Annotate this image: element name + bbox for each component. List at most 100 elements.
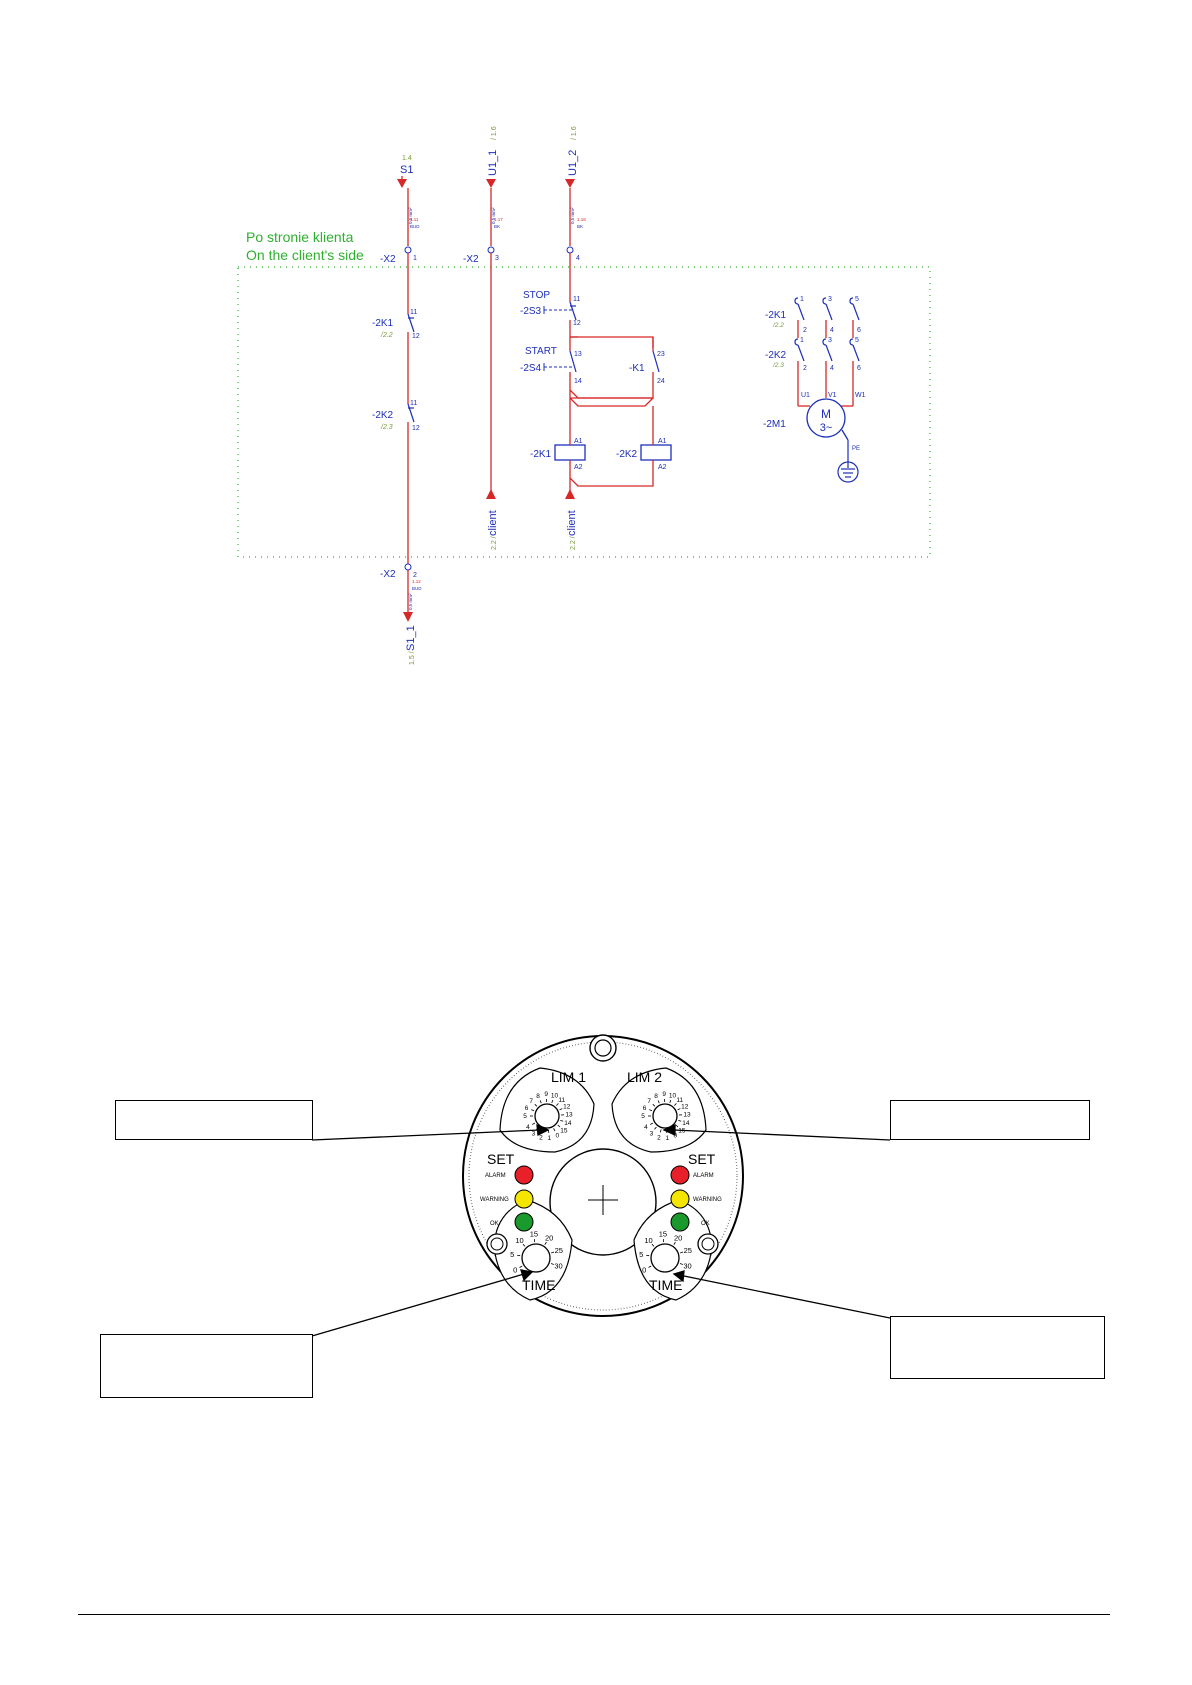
- terminal-2: [404, 563, 412, 571]
- start-pin-top: 13: [574, 351, 582, 358]
- lim2-dial-tick-label: 4: [644, 1124, 648, 1131]
- coil-2k2-a2: A2: [658, 464, 667, 471]
- pin-bottom-4: 4: [830, 327, 834, 334]
- lim1-dial-tick: [532, 1122, 536, 1125]
- client-mid-ref: 2.2 /: [491, 536, 498, 550]
- footer-rule: [78, 1614, 1110, 1615]
- time-left-dial-tick: [551, 1251, 555, 1254]
- time-right-dial-tick-label: 25: [684, 1246, 692, 1255]
- u1-1-source-ref: / 1.6: [491, 126, 498, 140]
- lim1-dial-tick-label: 10: [551, 1092, 559, 1099]
- wire-w2-type: 0,5 mm²: [491, 207, 496, 224]
- 2k2-name: -2K2: [372, 410, 394, 421]
- time-right-label: TIME: [649, 1277, 682, 1293]
- phase-u1: U1: [801, 392, 810, 399]
- u1-2-source-ref: / 1.6: [571, 126, 578, 140]
- time-right-dial-tick: [680, 1251, 684, 1254]
- lim2-dial-tick-label: 13: [683, 1112, 691, 1119]
- client-zone-label-pl: Po stronie klienta: [246, 229, 354, 245]
- stop-name: -2S3: [520, 306, 542, 317]
- start-pin-bottom: 14: [574, 378, 582, 385]
- lim2-dial-tick: [650, 1122, 654, 1125]
- coil-2k2-a1: A1: [658, 438, 667, 445]
- callout-line-lim1: [311, 1129, 541, 1141]
- wire-bottom-ref: 1.12: [412, 579, 421, 584]
- lim2-dial-tick-label: 2: [657, 1134, 661, 1141]
- s1-1-dest-ref: 1.5 /: [409, 651, 416, 665]
- motor-2k1-ref: /2.2: [772, 322, 784, 329]
- time-left-dial-knob[interactable]: [521, 1243, 551, 1273]
- time-left-dial-tick-label: 15: [530, 1230, 538, 1239]
- time-left-dial-tick-label: 25: [555, 1246, 563, 1255]
- lim1-dial-tick: [560, 1119, 564, 1122]
- lim1-dial-tick: [534, 1103, 538, 1107]
- callout-box-time-left: [100, 1334, 313, 1398]
- time-right-dial-knob[interactable]: [650, 1243, 680, 1273]
- terminal-4-label: 4: [576, 255, 580, 262]
- motor-name: -2M1: [763, 419, 786, 430]
- lim2-dial-tick-label: 7: [647, 1098, 651, 1105]
- s1-arrow-icon: [397, 179, 407, 188]
- pin-bottom-2: 2: [803, 327, 807, 334]
- wire-w2-color: BK: [494, 224, 500, 229]
- ok-led-left: [514, 1212, 534, 1232]
- pin-top-1: 1: [800, 296, 804, 303]
- wire-w2-ref: 1.17: [494, 217, 503, 222]
- lim1-dial-tick-label: 14: [564, 1120, 572, 1127]
- lim2-dial-tick-label: 12: [681, 1104, 689, 1111]
- client-right-arrow-icon: [565, 489, 575, 499]
- motor-2k2-name: -2K2: [765, 350, 787, 361]
- ground-icon: [837, 461, 859, 483]
- coil-2k1-name: -2K1: [530, 449, 552, 460]
- pin2-top-1: 1: [800, 337, 804, 344]
- wire-w3-ref: 1.18: [577, 217, 586, 222]
- lim2-dial-tick: [669, 1099, 672, 1103]
- u1-1-source-label: U1_1: [487, 150, 499, 176]
- start-title: START: [525, 346, 557, 357]
- client-right-label: client: [566, 510, 578, 536]
- s1-1-dest-label: S1_1: [405, 625, 417, 651]
- s1-source-ref: 1.4: [402, 155, 412, 162]
- terminal-1: [404, 246, 412, 254]
- alarm-label-right: ALARM: [693, 1173, 714, 1179]
- terminal-x2-left: -X2: [380, 254, 396, 265]
- lim2-dial-tick-label: 0: [674, 1133, 678, 1140]
- lim1-dial-tick: [557, 1124, 561, 1128]
- lim1-dial-tick: [556, 1103, 559, 1106]
- callout-line-time-right: [683, 1275, 891, 1319]
- set-right-label: SET: [688, 1151, 716, 1167]
- lim1-dial-knob[interactable]: [534, 1103, 560, 1129]
- lim2-dial-knob[interactable]: [652, 1103, 678, 1129]
- 2k1-name: -2K1: [372, 318, 394, 329]
- motor-2k1-name: -2K1: [765, 310, 787, 321]
- lim2-dial-tick: [652, 1103, 656, 1107]
- time-right-dial-tick: [648, 1265, 652, 1268]
- lim1-label: LIM 1: [551, 1069, 586, 1085]
- s1-1-arrow-icon: [403, 612, 413, 622]
- ok-label-left: OK: [490, 1221, 499, 1227]
- lim1-dial-tick-label: 11: [558, 1097, 565, 1104]
- alarm-label-left: ALARM: [485, 1173, 506, 1179]
- wire-w1-ref: 1.11: [410, 217, 419, 222]
- time-left-dial-tick-label: 10: [515, 1236, 523, 1245]
- u1-2-arrow-icon: [565, 179, 575, 188]
- control-wire-u1-2: U1_2 / 1.6 0,5 mm² 1.18 BK 4 STOP -2S3 1…: [520, 126, 672, 550]
- lim2-dial-tick-label: 1: [665, 1135, 669, 1142]
- pin2-bottom-4: 4: [830, 365, 834, 372]
- u1-2-source-label: U1_2: [567, 150, 579, 176]
- terminal-3-label: 3: [495, 255, 499, 262]
- client-zone-boundary: [237, 266, 931, 558]
- coil-2k1: [554, 444, 586, 461]
- time-right-dial-tick-label: 20: [674, 1233, 682, 1242]
- lim1-dial-tick-label: 3: [532, 1131, 536, 1138]
- coil-2k2-name: -2K2: [616, 449, 638, 460]
- terminal-x2-mid: -X2: [463, 254, 479, 265]
- time-right-dial-tick-label: 30: [683, 1262, 691, 1271]
- stop-pin-top: 11: [573, 296, 580, 303]
- pin2-top-3: 3: [828, 337, 832, 344]
- time-left-dial-tick-label: 20: [545, 1233, 553, 1242]
